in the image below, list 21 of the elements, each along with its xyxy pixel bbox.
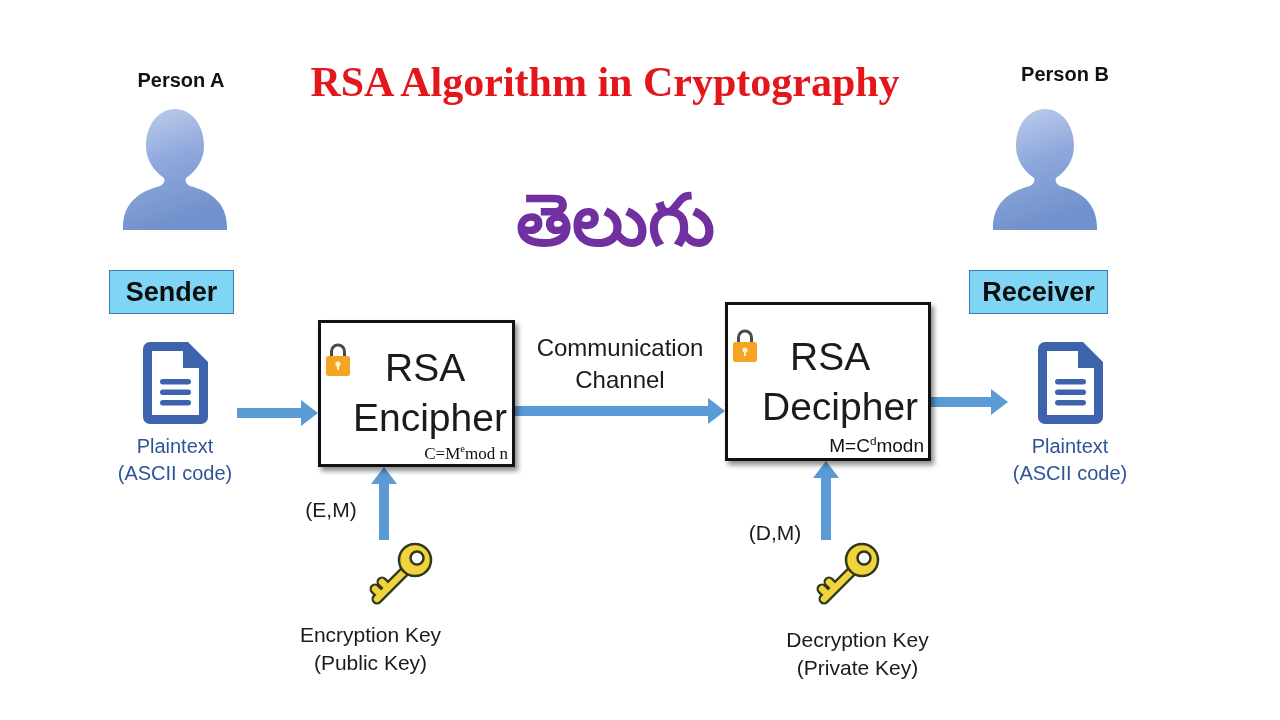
process-box <box>725 302 931 461</box>
arrow <box>931 389 1008 415</box>
icon-caption: Plaintext (ASCII code) <box>116 434 234 486</box>
process-title: RSA Decipher <box>762 334 920 430</box>
arrow <box>515 398 725 424</box>
formula-text: C=M$^{e}$mod n <box>424 443 508 464</box>
key-caption: Encryption Key (Public Key) <box>298 622 443 676</box>
arrow <box>813 461 839 540</box>
diagram-title: RSA Algorithm in Cryptography <box>310 58 900 107</box>
process-title: RSA Encipher <box>353 345 508 441</box>
formula-text: M=C$^{d}$modn <box>829 435 924 458</box>
process-box <box>318 320 515 467</box>
arrow <box>371 467 397 540</box>
icon-caption: Plaintext (ASCII code) <box>1011 434 1129 486</box>
person-label: Person B <box>1021 62 1109 86</box>
role-tag: Sender <box>109 270 234 314</box>
role-tag: Receiver <box>969 270 1108 314</box>
language-heading: తెలుగు <box>515 179 715 262</box>
arrow <box>237 400 318 426</box>
key-caption: Decryption Key (Private Key) <box>785 627 930 681</box>
person-label: Person A <box>137 68 225 92</box>
